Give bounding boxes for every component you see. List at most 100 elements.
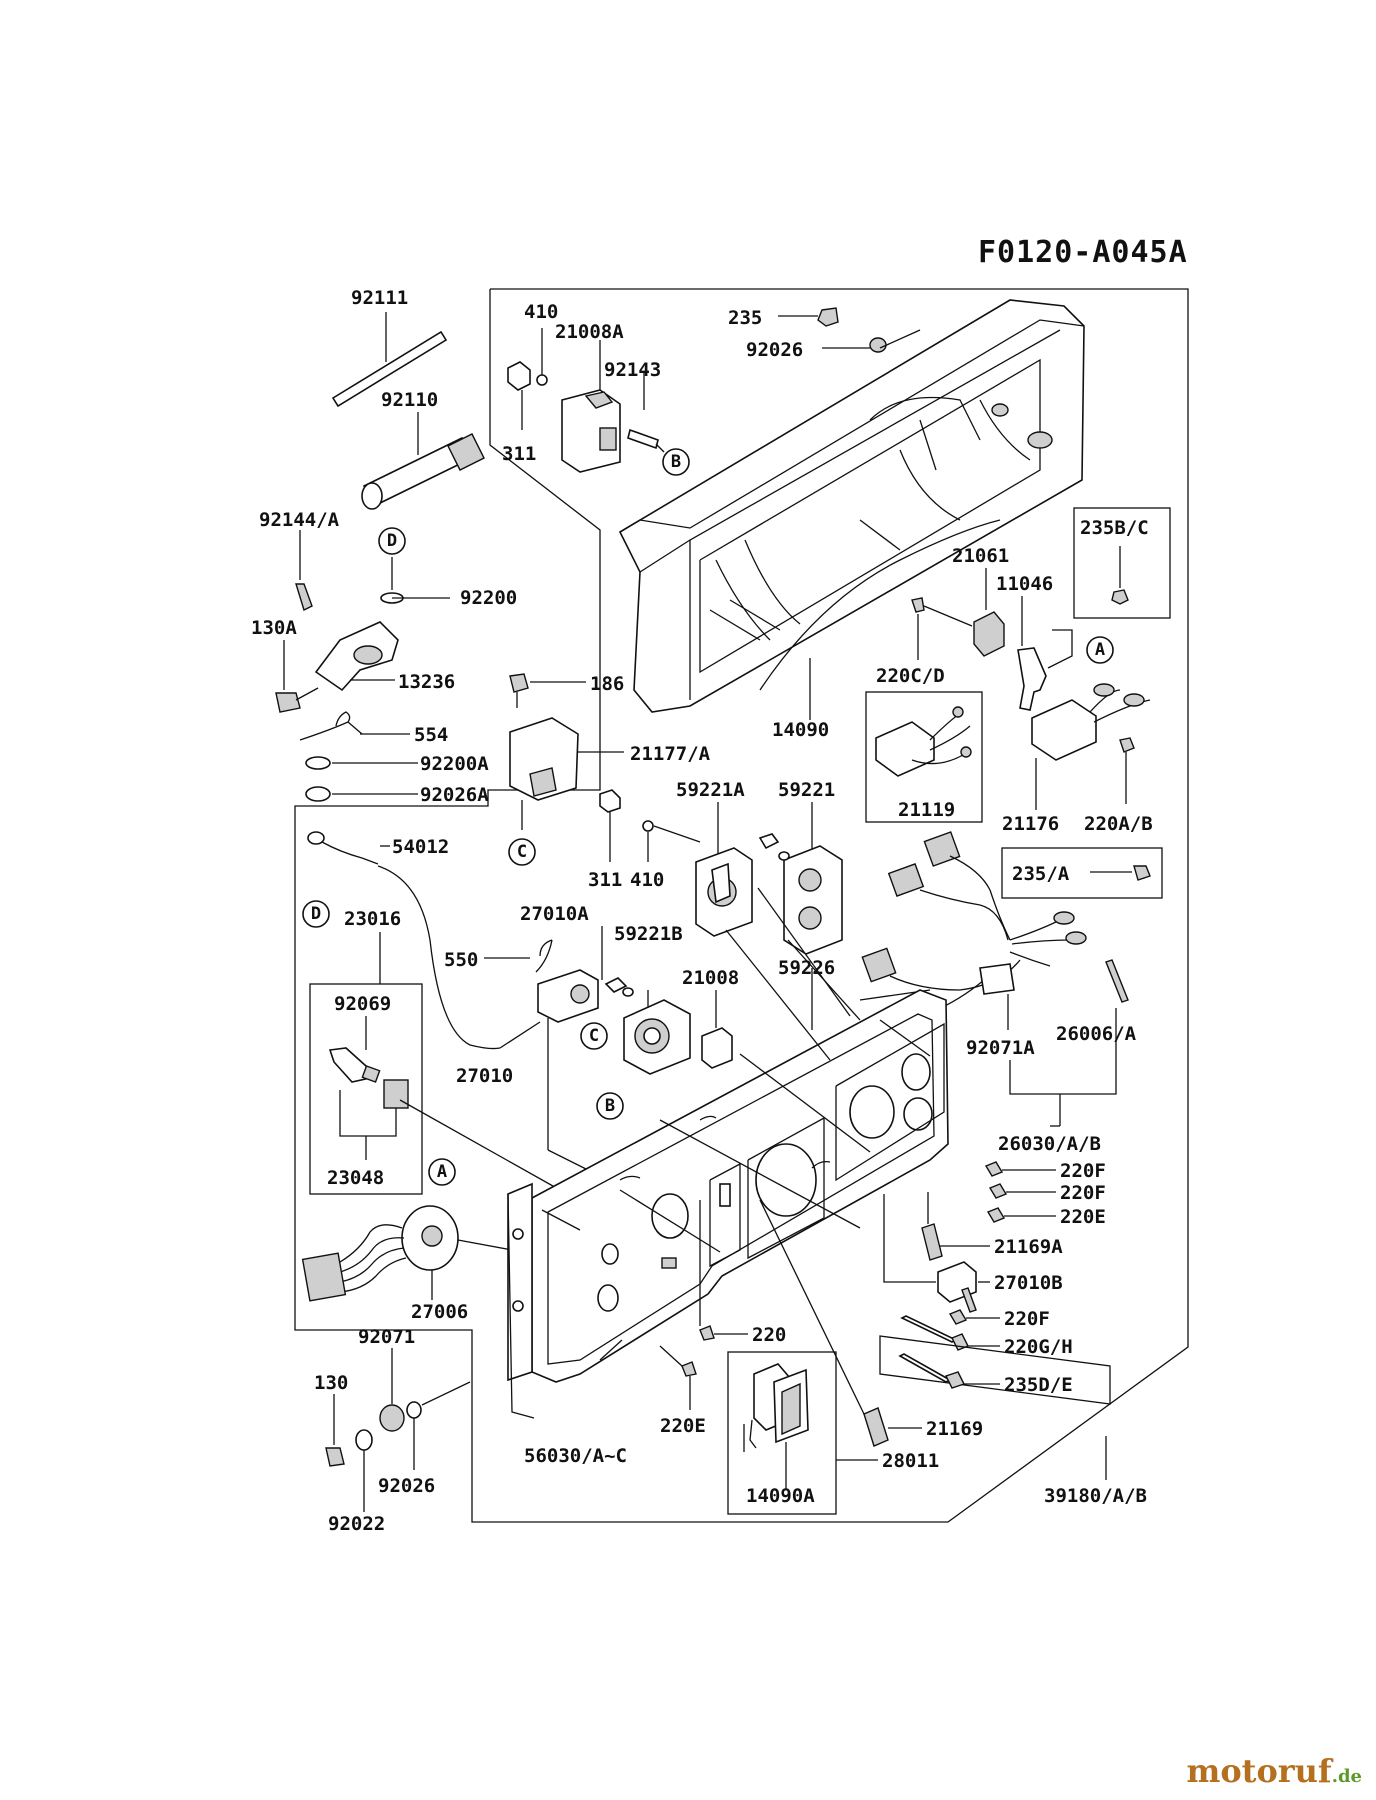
watermark-tld: .de [1331,1766,1362,1787]
part-235DE-head [945,1371,965,1389]
part-235-bolt [817,307,839,327]
part-220F-screws [984,1161,1056,1223]
part-panel-hole-a [512,1228,524,1240]
label-311-top: 311 [502,443,536,465]
label-130A: 130A [251,617,297,639]
callout-C-relay: C [508,838,536,866]
label-27010B: 27010B [994,1272,1063,1294]
label-21008: 21008 [682,967,739,989]
part-92022-washer [355,1429,373,1451]
part-92069-sensor [328,1016,381,1083]
label-220F-3: 220F [1004,1308,1050,1330]
part-130A-bolt [275,640,319,713]
svg-text:D: D [311,904,321,924]
part-panel-hole-b [512,1300,524,1312]
label-59221B: 59221B [614,923,683,945]
part-410-washer [536,374,548,386]
label-92022: 92022 [328,1513,385,1535]
part-27010B-toggle [883,1194,990,1313]
part-92143-pin [627,372,665,453]
part-59221-outlet [758,802,843,955]
label-23048: 23048 [327,1167,384,1189]
label-410-top: 410 [524,301,558,323]
part-92026-cap [406,1401,422,1419]
label-11046: 11046 [996,573,1053,595]
label-235A: 235/A [1012,863,1070,885]
group-box-21119 [865,691,983,823]
svg-text:B: B [605,1096,615,1116]
label-59221A: 59221A [676,779,745,801]
label-92026A: 92026A [420,784,489,806]
part-130-bolt [325,1394,345,1467]
label-26006A: 26006/A [1056,1023,1137,1045]
callout-B-mid: B [596,1092,624,1120]
part-21169-lamp [759,1199,922,1447]
label-92144A: 92144/A [259,509,340,531]
part-21177-relay [509,717,624,801]
label-92026-top: 92026 [746,339,803,361]
label-39180AB: 39180/A/B [1044,1485,1147,1507]
label-235BC: 235B/C [1080,517,1149,539]
label-220: 220 [752,1324,786,1346]
label-21177A: 21177/A [630,743,711,765]
part-554-clip [299,711,363,741]
group-box-14090A [727,1351,837,1515]
part-410-washer-mid [642,820,654,832]
label-21061: 21061 [952,545,1009,567]
label-28011: 28011 [882,1450,939,1472]
label-21169A: 21169A [994,1236,1063,1258]
label-311-mid: 311 [588,869,622,891]
label-27010: 27010 [456,1065,513,1087]
part-92071A-grommet [979,963,1015,1030]
watermark-logo[interactable]: motoruf.de [1186,1752,1362,1790]
part-56030-panel [531,989,949,1383]
label-92071A: 92071A [966,1037,1035,1059]
part-92026A-washer [305,786,331,802]
part-92144-pin [295,530,313,611]
label-27006: 27006 [411,1301,468,1323]
part-14090A-meter [743,1363,809,1490]
label-56030: 56030/A~C [524,1445,627,1467]
label-550: 550 [444,949,478,971]
part-92026-top-cap [869,337,887,353]
label-235: 235 [728,307,762,329]
part-59221B-outlet [604,977,691,1075]
part-220AB-screw [1119,737,1135,753]
label-92069: 92069 [334,993,391,1015]
part-11046-bracket [1017,596,1073,711]
label-92200: 92200 [460,587,517,609]
drawing-code: F0120-A045A [978,235,1188,270]
label-220F-2: 220F [1060,1182,1106,1204]
svg-text:A: A [437,1162,447,1182]
part-54012-cable [307,831,541,1050]
group-box-235A [1001,847,1163,899]
group-box-235BC [1073,507,1171,619]
svg-text:D: D [387,531,397,551]
part-220F-lower [948,1309,1000,1325]
callout-D-left: D [302,900,330,928]
part-235BC-screw [1111,589,1129,605]
label-59221: 59221 [778,779,835,801]
label-130: 130 [314,1372,348,1394]
part-21008-breaker [701,990,733,1069]
part-235A-screw [1133,865,1151,881]
label-21008A: 21008A [555,321,624,343]
label-21119: 21119 [898,799,955,821]
label-92143: 92143 [604,359,661,381]
part-23048-block [383,1079,409,1109]
svg-text:C: C [517,842,527,862]
label-92026-low: 92026 [378,1475,435,1497]
part-220CD-screw [911,597,973,660]
svg-text:A: A [1095,640,1105,660]
label-220CD: 220C/D [876,665,945,687]
part-92111-rod [331,312,448,408]
label-220E-1: 220E [1060,1206,1106,1228]
label-410-mid: 410 [630,869,664,891]
label-21169: 21169 [926,1418,983,1440]
label-26030AB: 26030/A/B [998,1133,1101,1155]
part-220E-lower [681,1361,697,1377]
part-21176-module [1031,683,1151,810]
part-26006-pin [1105,959,1129,1003]
part-27006-harness [301,1205,513,1302]
